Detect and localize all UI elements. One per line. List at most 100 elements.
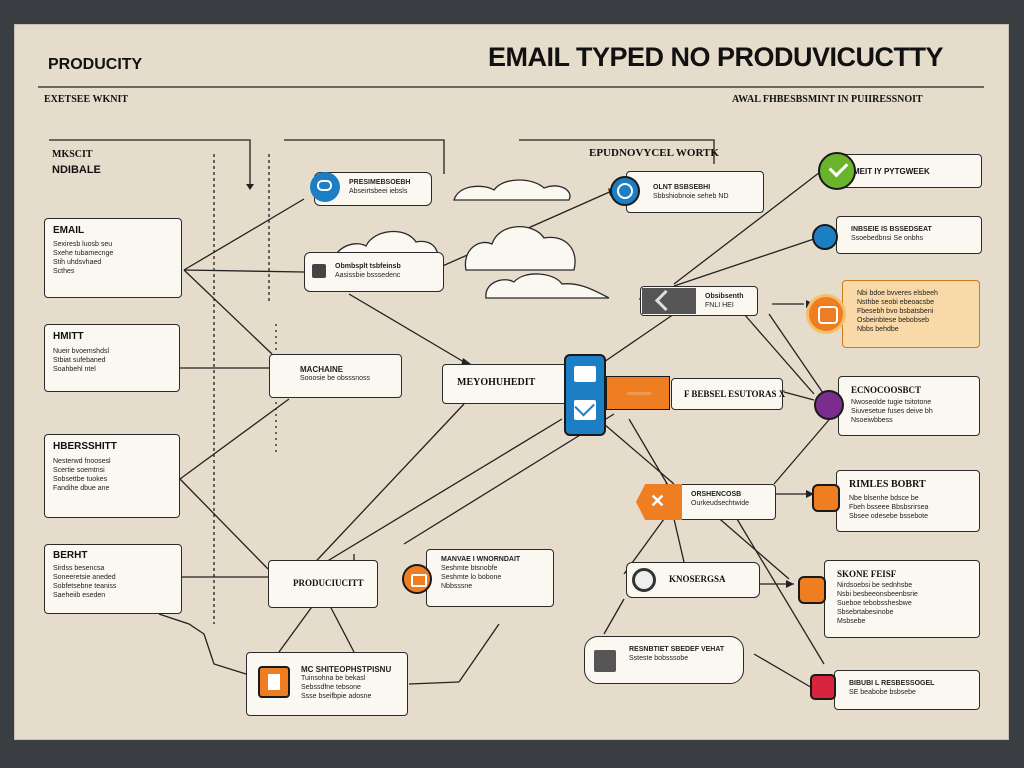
right-box-1: MEIT IY PYTGWEEK (836, 154, 982, 188)
right-box-4: ECNOCOOSBCT Nwoseolde tugie tsitotone Si… (838, 376, 980, 436)
node-line: Tuinsohna be bekasl (301, 675, 366, 682)
right-box-line: Nirdsoebsi be sednhsbe (837, 582, 913, 589)
left-box-hmitt: HMITT Nueir bvoemshdsl Stbiat sufebaned … (44, 324, 180, 392)
left-box-line: Soahbehl ntel (53, 366, 96, 373)
right-box-line: Sbsebrtabesinobe (837, 609, 894, 616)
left-box-line: Stih uhdsvhaed (53, 259, 102, 266)
left-box-line: Scertie soemtnsi (53, 467, 105, 474)
right-box-line: Nbe blsenhe bdsce be (849, 495, 919, 502)
header-title-left: PRODUCITY (48, 56, 143, 73)
right-box-line: Nbi bdoe bvveres elsbeeh (857, 290, 938, 297)
right-box-3: Nbi bdoe bvveres elsbeeh Nsthbe seobi eb… (842, 280, 980, 348)
node-line: FNLI HEI (705, 302, 734, 309)
close-tag-icon: ✕ (636, 484, 682, 520)
document-icon (594, 650, 616, 672)
left-box-hbersshitt: HBERSSHITT Nesterwd fnoosesl Scertie soe… (44, 434, 180, 518)
right-box-title: INBSEIE IS BSSEDSEAT (851, 226, 932, 233)
right-box-title: MEIT IY PYTGWEEK (853, 167, 930, 176)
header-title-right: EMAIL TYPED NO PRODUVICUCTTY (488, 42, 944, 72)
section-label-mid: EPUDNOVYCEL WORTK (589, 147, 719, 159)
calendar-icon (798, 576, 826, 604)
node-title: MANVAE I WNORNDAIT (441, 556, 521, 563)
globe-icon (610, 176, 640, 206)
right-box-line: Nwoseolde tugie tsitotone (851, 399, 932, 406)
right-box-title: BIBUBI L RESBESSOGEL (849, 680, 935, 687)
node-title: MEYOHUHEDIT (457, 377, 536, 388)
node-line: Sebssdfne tebsone (301, 684, 361, 691)
left-box-line: Sobsettbe tuokes (53, 476, 108, 483)
right-box-line: Sbsee odesebe bssebote (849, 513, 929, 520)
section-label-left-2: NDIBALE (52, 164, 101, 176)
node-title: OLNT BSBSEBHI (653, 184, 711, 191)
right-box-line: Nbbs behdbe (857, 326, 899, 333)
node-mail: Obmbsplt tsbfeinsb Aasissbie bsssedenc (304, 252, 444, 292)
ring-icon (632, 568, 656, 592)
right-box-line: Siuvesetue fuses deive bh (851, 408, 933, 415)
node-line: Seshmte btsnobfe (441, 565, 498, 572)
left-box-line: Soneeretsie aneded (53, 574, 116, 581)
node-line: Sbbshiobnoie seheb ND (653, 193, 729, 200)
chat-orange-icon (806, 294, 846, 334)
left-box-line: Nueir bvoemshdsl (53, 348, 110, 355)
chat-bubble-icon (310, 172, 340, 202)
left-box-email: EMAIL Sexiresb luosb seu Sxehe tubamecng… (44, 218, 182, 298)
left-box-line: Nesterwd fnoosesl (53, 458, 111, 465)
header-subtitle-left: EXETSEE WKNIT (44, 94, 129, 105)
right-box-5: RIMLES BOBRT Nbe blsenhe bdsce be Fbeh b… (836, 470, 980, 532)
right-box-title: ECNOCOOSBCT (851, 385, 922, 395)
task-icon (812, 484, 840, 512)
edit-icon (812, 224, 838, 250)
node-notif: MANVAE I WNORNDAIT Seshmte btsnobfe Sesh… (426, 549, 554, 607)
right-box-title: SKONE FEISF (837, 569, 897, 579)
header-subtitle-right: AWAL FHBESBSMINT IN PUIIRESSNOIT (732, 94, 923, 105)
bell-icon (814, 390, 844, 420)
left-box-line: Stbiat sufebaned (53, 357, 106, 364)
left-box-line: Sexiresb luosb seu (53, 241, 113, 248)
left-box-line: Sxehe tubamecnge (53, 250, 114, 257)
right-box-6: SKONE FEISF Nirdsoebsi be sednhsbe Nsbi … (824, 560, 980, 638)
right-box-line: Osbeinbtese bebobseb (857, 317, 929, 324)
node-line: Sooosie be obsssnoss (300, 375, 371, 382)
node-product: PRODUCIUCITT (268, 560, 378, 608)
alert-icon (810, 674, 836, 700)
node-machine: MACHAINE Sooosie be obsssnoss (269, 354, 402, 398)
left-box-berht: BERHT Sirdss besencsa Soneeretsie aneded… (44, 544, 182, 614)
node-lower: RESNBTIET SBEDEF VEHAT Ssteste bobsssobe (584, 636, 744, 684)
node-title: KNOSERGSA (669, 574, 726, 584)
node-line: Abseirtsbeei iebsls (349, 188, 408, 195)
node-title: F BEBSEL ESUTORAS X (684, 389, 786, 399)
phone-mail-icon (564, 354, 606, 436)
node-title: PRESIMEBSOEBH (349, 179, 411, 186)
right-box-line: Nsbi besbeeonsbeenbsrie (837, 591, 918, 598)
node-title: PRODUCIUCITT (293, 578, 364, 588)
orange-tag-icon (606, 376, 670, 410)
node-x: ORSHENCOSB Ourkeudsechtwide (664, 484, 776, 520)
right-box-7: BIBUBI L RESBESSOGEL SE beabobe bsbsebe (834, 670, 980, 710)
check-icon (818, 152, 856, 190)
right-box-line: SE beabobe bsbsebe (849, 689, 916, 696)
notification-icon (402, 564, 432, 594)
node-title: MC SHITEOPHSTPISNU (301, 665, 392, 674)
left-box-line: Sobfetsebne teaniss (53, 583, 117, 590)
node-line: Nbbsssne (441, 583, 473, 590)
left-box-title: EMAIL (53, 225, 85, 236)
left-box-line: Saeheiib eseden (53, 592, 106, 599)
left-box-title: BERHT (53, 550, 88, 561)
right-box-line: Msbsebe (837, 618, 866, 625)
node-line: Seshmte lo bobone (441, 574, 502, 581)
right-box-line: Fbesebh bvo bsbatsbeni (857, 308, 934, 315)
left-box-title: HBERSSHITT (53, 441, 117, 452)
node-title: MACHAINE (300, 365, 344, 374)
node-line: Aasissbie bsssedenc (335, 272, 401, 279)
right-box-line: Ssoebedbnsi Se onbhs (851, 235, 923, 242)
inbox-icon (312, 264, 326, 278)
node-tagline: F BEBSEL ESUTORAS X (671, 378, 786, 410)
node-title: Obmbsplt tsbfeinsb (335, 263, 401, 270)
left-box-line: Scthes (53, 268, 75, 275)
section-label-left: MKSCIT (52, 149, 93, 160)
node-line: Ssteste bobsssobe (629, 655, 689, 662)
node-hub: MEYOHUHEDIT (442, 364, 567, 404)
right-box-line: Nsoeiwbbess (851, 417, 893, 424)
node-title: ORSHENCOSB (691, 491, 742, 498)
node-line: Ourkeudsechtwide (691, 500, 749, 507)
